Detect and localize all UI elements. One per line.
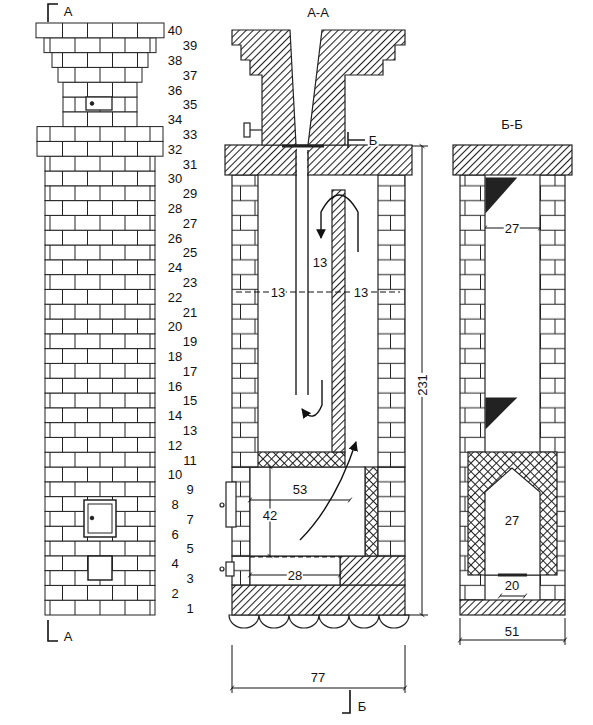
dimension: 27 xyxy=(504,222,520,235)
course-number: 10 xyxy=(167,468,183,481)
dimension: 20 xyxy=(504,579,520,592)
course-number: 13 xyxy=(182,424,198,437)
course-number: 5 xyxy=(185,542,194,555)
dimension: 42 xyxy=(262,509,278,522)
course-number: 26 xyxy=(167,231,183,244)
course-number: 20 xyxy=(167,320,183,333)
course-number: 28 xyxy=(167,202,183,215)
course-number: 32 xyxy=(167,142,183,155)
course-number: 39 xyxy=(182,39,198,52)
front-doors xyxy=(84,97,116,580)
course-number: 23 xyxy=(182,276,198,289)
dimension-lines xyxy=(232,146,565,713)
course-number: 35 xyxy=(182,98,198,111)
course-number: 4 xyxy=(170,557,179,570)
course-number: 31 xyxy=(182,157,198,170)
section-mark: Б xyxy=(357,700,368,713)
section-mark: А xyxy=(63,5,74,18)
dimension: 27 xyxy=(504,514,520,527)
dimension: 13 xyxy=(353,286,369,299)
course-number: 37 xyxy=(182,68,198,81)
course-number: 25 xyxy=(182,246,198,259)
course-number: 33 xyxy=(182,128,198,141)
dimension: 77 xyxy=(310,671,326,684)
section-b-b xyxy=(453,145,572,615)
course-number: 11 xyxy=(182,453,198,466)
course-number: 22 xyxy=(167,290,183,303)
dimension: 13 xyxy=(270,286,286,299)
course-number: 6 xyxy=(170,527,179,540)
gas-flow-arrows xyxy=(300,195,358,540)
course-number: 21 xyxy=(182,305,198,318)
course-number: 15 xyxy=(182,394,198,407)
section-a-a xyxy=(220,30,412,628)
course-number: 17 xyxy=(182,364,198,377)
course-number: 3 xyxy=(185,572,194,585)
course-number: 14 xyxy=(167,409,183,422)
course-number: 18 xyxy=(167,350,183,363)
course-number: 2 xyxy=(170,586,179,599)
section-mark: Б xyxy=(368,134,379,147)
course-number: 40 xyxy=(167,24,183,37)
course-number: 34 xyxy=(167,113,183,126)
section-title: Б-Б xyxy=(500,118,523,131)
course-number: 29 xyxy=(182,187,198,200)
course-number: 16 xyxy=(167,379,183,392)
course-number: 7 xyxy=(185,512,194,525)
section-title: А-А xyxy=(306,6,330,19)
dimension: 28 xyxy=(287,569,303,582)
dimension: 231 xyxy=(416,373,429,397)
course-number: 8 xyxy=(170,498,179,511)
dimension: 53 xyxy=(292,483,308,496)
front-view-bricks xyxy=(36,23,164,615)
course-number: 27 xyxy=(182,216,198,229)
dimension: 51 xyxy=(504,625,520,638)
section-marks-a xyxy=(48,4,58,641)
course-number: 24 xyxy=(167,261,183,274)
course-number: 38 xyxy=(167,54,183,67)
course-number: 19 xyxy=(182,335,198,348)
course-number: 36 xyxy=(167,83,183,96)
course-number: 30 xyxy=(167,172,183,185)
course-number: 1 xyxy=(185,601,194,614)
section-mark: А xyxy=(63,630,74,643)
dimension: 13 xyxy=(312,256,328,269)
course-number: 9 xyxy=(185,483,194,496)
course-number: 12 xyxy=(167,438,183,451)
